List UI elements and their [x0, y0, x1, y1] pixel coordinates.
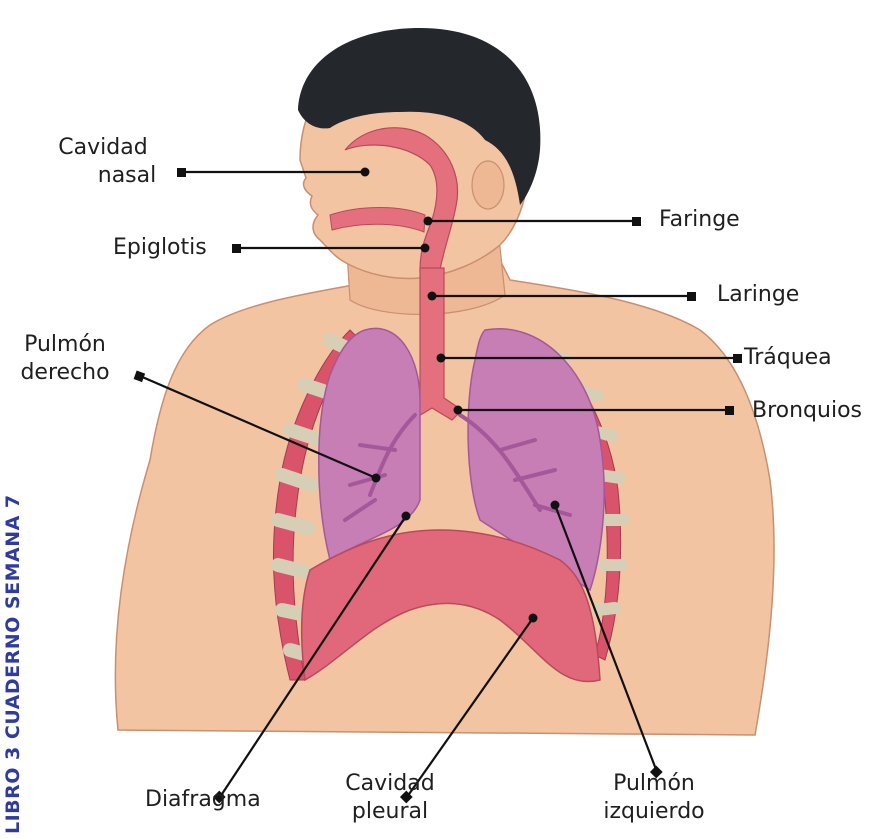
label-pulmon-derecho-line2: derecho — [10, 359, 120, 387]
side-caption: LIBRO 3 CUADERNO SEMANA 7 — [0, 0, 34, 834]
label-cavidad-pleural-line2: pleural — [330, 798, 450, 826]
label-cavidad-pleural: Cavidad pleural — [330, 770, 450, 826]
label-faringe: Faringe — [659, 206, 740, 234]
label-laringe: Laringe — [717, 281, 799, 309]
label-cavidad-nasal-line2: nasal — [38, 162, 168, 190]
label-cavidad-nasal-line1: Cavidad — [38, 134, 168, 162]
label-cavidad-pleural-line1: Cavidad — [330, 770, 450, 798]
label-pulmon-derecho-line1: Pulmón — [10, 331, 120, 359]
label-traquea: Tráquea — [744, 344, 832, 372]
side-caption-text: LIBRO 3 CUADERNO SEMANA 7 — [2, 494, 24, 834]
label-pulmon-derecho: Pulmón derecho — [10, 331, 120, 387]
ear — [472, 161, 504, 209]
torso — [115, 260, 774, 735]
label-cavidad-nasal: Cavidad nasal — [38, 134, 168, 190]
label-pulmon-izquierdo-line2: izquierdo — [594, 798, 714, 826]
label-bronquios: Bronquios — [752, 397, 862, 425]
label-pulmon-izquierdo: Pulmón izquierdo — [594, 770, 714, 826]
label-pulmon-izquierdo-line1: Pulmón — [594, 770, 714, 798]
label-epiglotis: Epiglotis — [113, 234, 207, 262]
label-diafragma: Diafragma — [145, 786, 261, 814]
